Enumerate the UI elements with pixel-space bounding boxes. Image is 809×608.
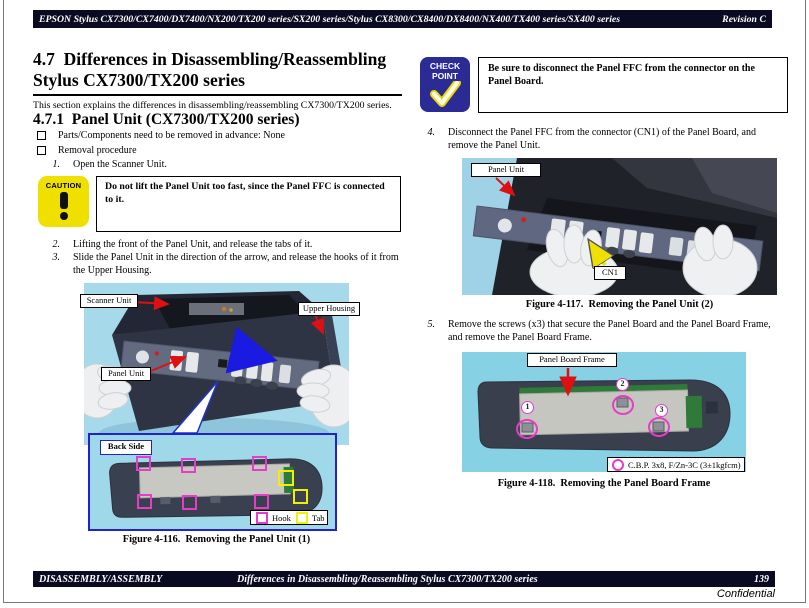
checkpoint-box: Be sure to disconnect the Panel FFC from… [478,57,788,113]
screw-circle-1 [516,419,538,439]
page-border-bottom [3,602,806,603]
label-scanner-unit: Scanner Unit [80,294,138,308]
step-5: 5. Remove the screws (x3) that secure th… [415,318,784,344]
label-upper-housing: Upper Housing [298,302,360,316]
section-intro: This section explains the differences in… [33,100,392,111]
step-number: 5. [427,319,436,330]
legend-hook-text: Hook [272,512,291,523]
footer-chapter: DISASSEMBLY/ASSEMBLY [39,573,163,585]
header-title: EPSON Stylus CX7300/CX7400/DX7400/NX200/… [39,13,621,25]
hook-marker [254,494,269,509]
figure-4-116-caption: Figure 4-116. Removing the Panel Unit (1… [122,534,311,545]
figure-4-118-caption: Figure 4-118. Removing the Panel Board F… [497,478,711,489]
screw-number-3: 3 [655,404,668,417]
checkpoint-label-1: CHECK [429,61,461,71]
step-text: Slide the Panel Unit in the direction of… [73,252,399,276]
figure-4-118-photo [462,352,746,472]
footer-bar: DISASSEMBLY/ASSEMBLY Differences in Disa… [33,571,775,587]
checkpoint-label-2: POINT [432,70,458,81]
checkpoint-icon: CHECK POINT [420,57,470,112]
checkbox-icon [37,131,46,140]
hook-marker [252,456,267,471]
tab-glyph-icon [295,511,308,524]
hook-tab-legend: Hook Tab [250,510,328,525]
hook-marker [181,458,196,473]
step-number: 2. [52,239,61,250]
footer-section: Differences in Disassembling/Reassemblin… [237,573,538,585]
label-panel-unit: Panel Unit [101,367,151,381]
confidential-text: Confidential [716,588,775,600]
hook-marker [182,495,197,510]
legend-tab-text: Tab [311,512,325,523]
bullet-parts: Parts/Components need to be removed in a… [37,130,397,141]
exclamation-icon [59,192,68,209]
step-2: 2. Lifting the front of the Panel Unit, … [40,238,400,251]
tab-marker [293,489,308,504]
step-4: 4. Disconnect the Panel FFC from the con… [415,126,784,152]
section-title-line2: Stylus CX7300/TX200 series [33,69,245,90]
screw-shape [521,422,534,433]
bullet-removal: Removal procedure [37,145,397,156]
screw-glyph-icon [612,458,624,471]
hook-marker [136,456,151,471]
header-revision: Revision C [722,13,766,25]
bullet-removal-text: Removal procedure [58,145,137,156]
step-number: 3. [52,252,61,263]
caution-icon-label: CAUTION [45,181,82,190]
checkbox-icon [37,146,46,155]
label-panel-unit-2: Panel Unit [471,163,541,177]
step-number: 1. [52,159,61,170]
figure-4-116-inset: Back Side Hook Tab [88,433,337,531]
screw-shape [652,421,665,432]
figure-4-117-caption: Figure 4-117. Removing the Panel Unit (2… [525,299,714,310]
red-arrow-panel-unit [495,177,516,197]
label-panel-board-frame: Panel Board Frame [527,353,617,367]
step-1: 1. Open the Scanner Unit. [40,158,400,171]
bullet-parts-text: Parts/Components need to be removed in a… [58,130,285,141]
screw-number-1: 1 [521,401,534,414]
tab-marker [278,470,294,486]
page-border-right [805,0,806,603]
caution-icon: CAUTION [38,176,89,227]
page-border-left [3,0,4,603]
checkmark-icon [430,79,461,107]
step-3: 3. Slide the Panel Unit in the direction… [40,251,401,277]
step-text: Disconnect the Panel FFC from the connec… [448,127,756,151]
metal-plate-shape [138,463,291,499]
hook-marker [137,494,152,509]
blue-slide-arrow [225,326,278,374]
yellow-arrow-cn1 [590,242,605,265]
step-text: Open the Scanner Unit. [73,159,167,170]
screw-circle-3 [648,417,670,437]
screw-circle-2 [612,395,634,415]
red-arrow-upper [310,314,324,335]
red-arrow-panel [145,355,187,374]
label-cn1: CN1 [594,266,626,280]
red-arrow-scanner [133,296,170,311]
caution-box: Do not lift the Panel Unit too fast, sin… [96,176,401,232]
step-text: Remove the screws (x3) that secure the P… [448,319,771,343]
label-back-side: Back Side [100,440,152,455]
screw-shape [616,397,629,408]
screw-number-2: 2 [616,378,629,391]
screw-spec-text: C.B.P. 3x8, F/Zn-3C (3±1kgfcm) [628,459,741,470]
footer-page-number: 139 [754,573,769,585]
hook-glyph-icon [256,511,268,524]
section-title: 4.7 Differences in Disassembling/Reassem… [33,49,402,96]
screw-spec-legend: C.B.P. 3x8, F/Zn-3C (3±1kgfcm) [607,457,745,472]
section-title-line1: 4.7 Differences in Disassembling/Reassem… [33,49,387,69]
header-bar: EPSON Stylus CX7300/CX7400/DX7400/NX200/… [33,10,772,28]
subsection-title: 4.7.1 Panel Unit (CX7300/TX200 series) [33,111,300,128]
step-text: Lifting the front of the Panel Unit, and… [73,239,313,250]
step-number: 4. [427,127,436,138]
